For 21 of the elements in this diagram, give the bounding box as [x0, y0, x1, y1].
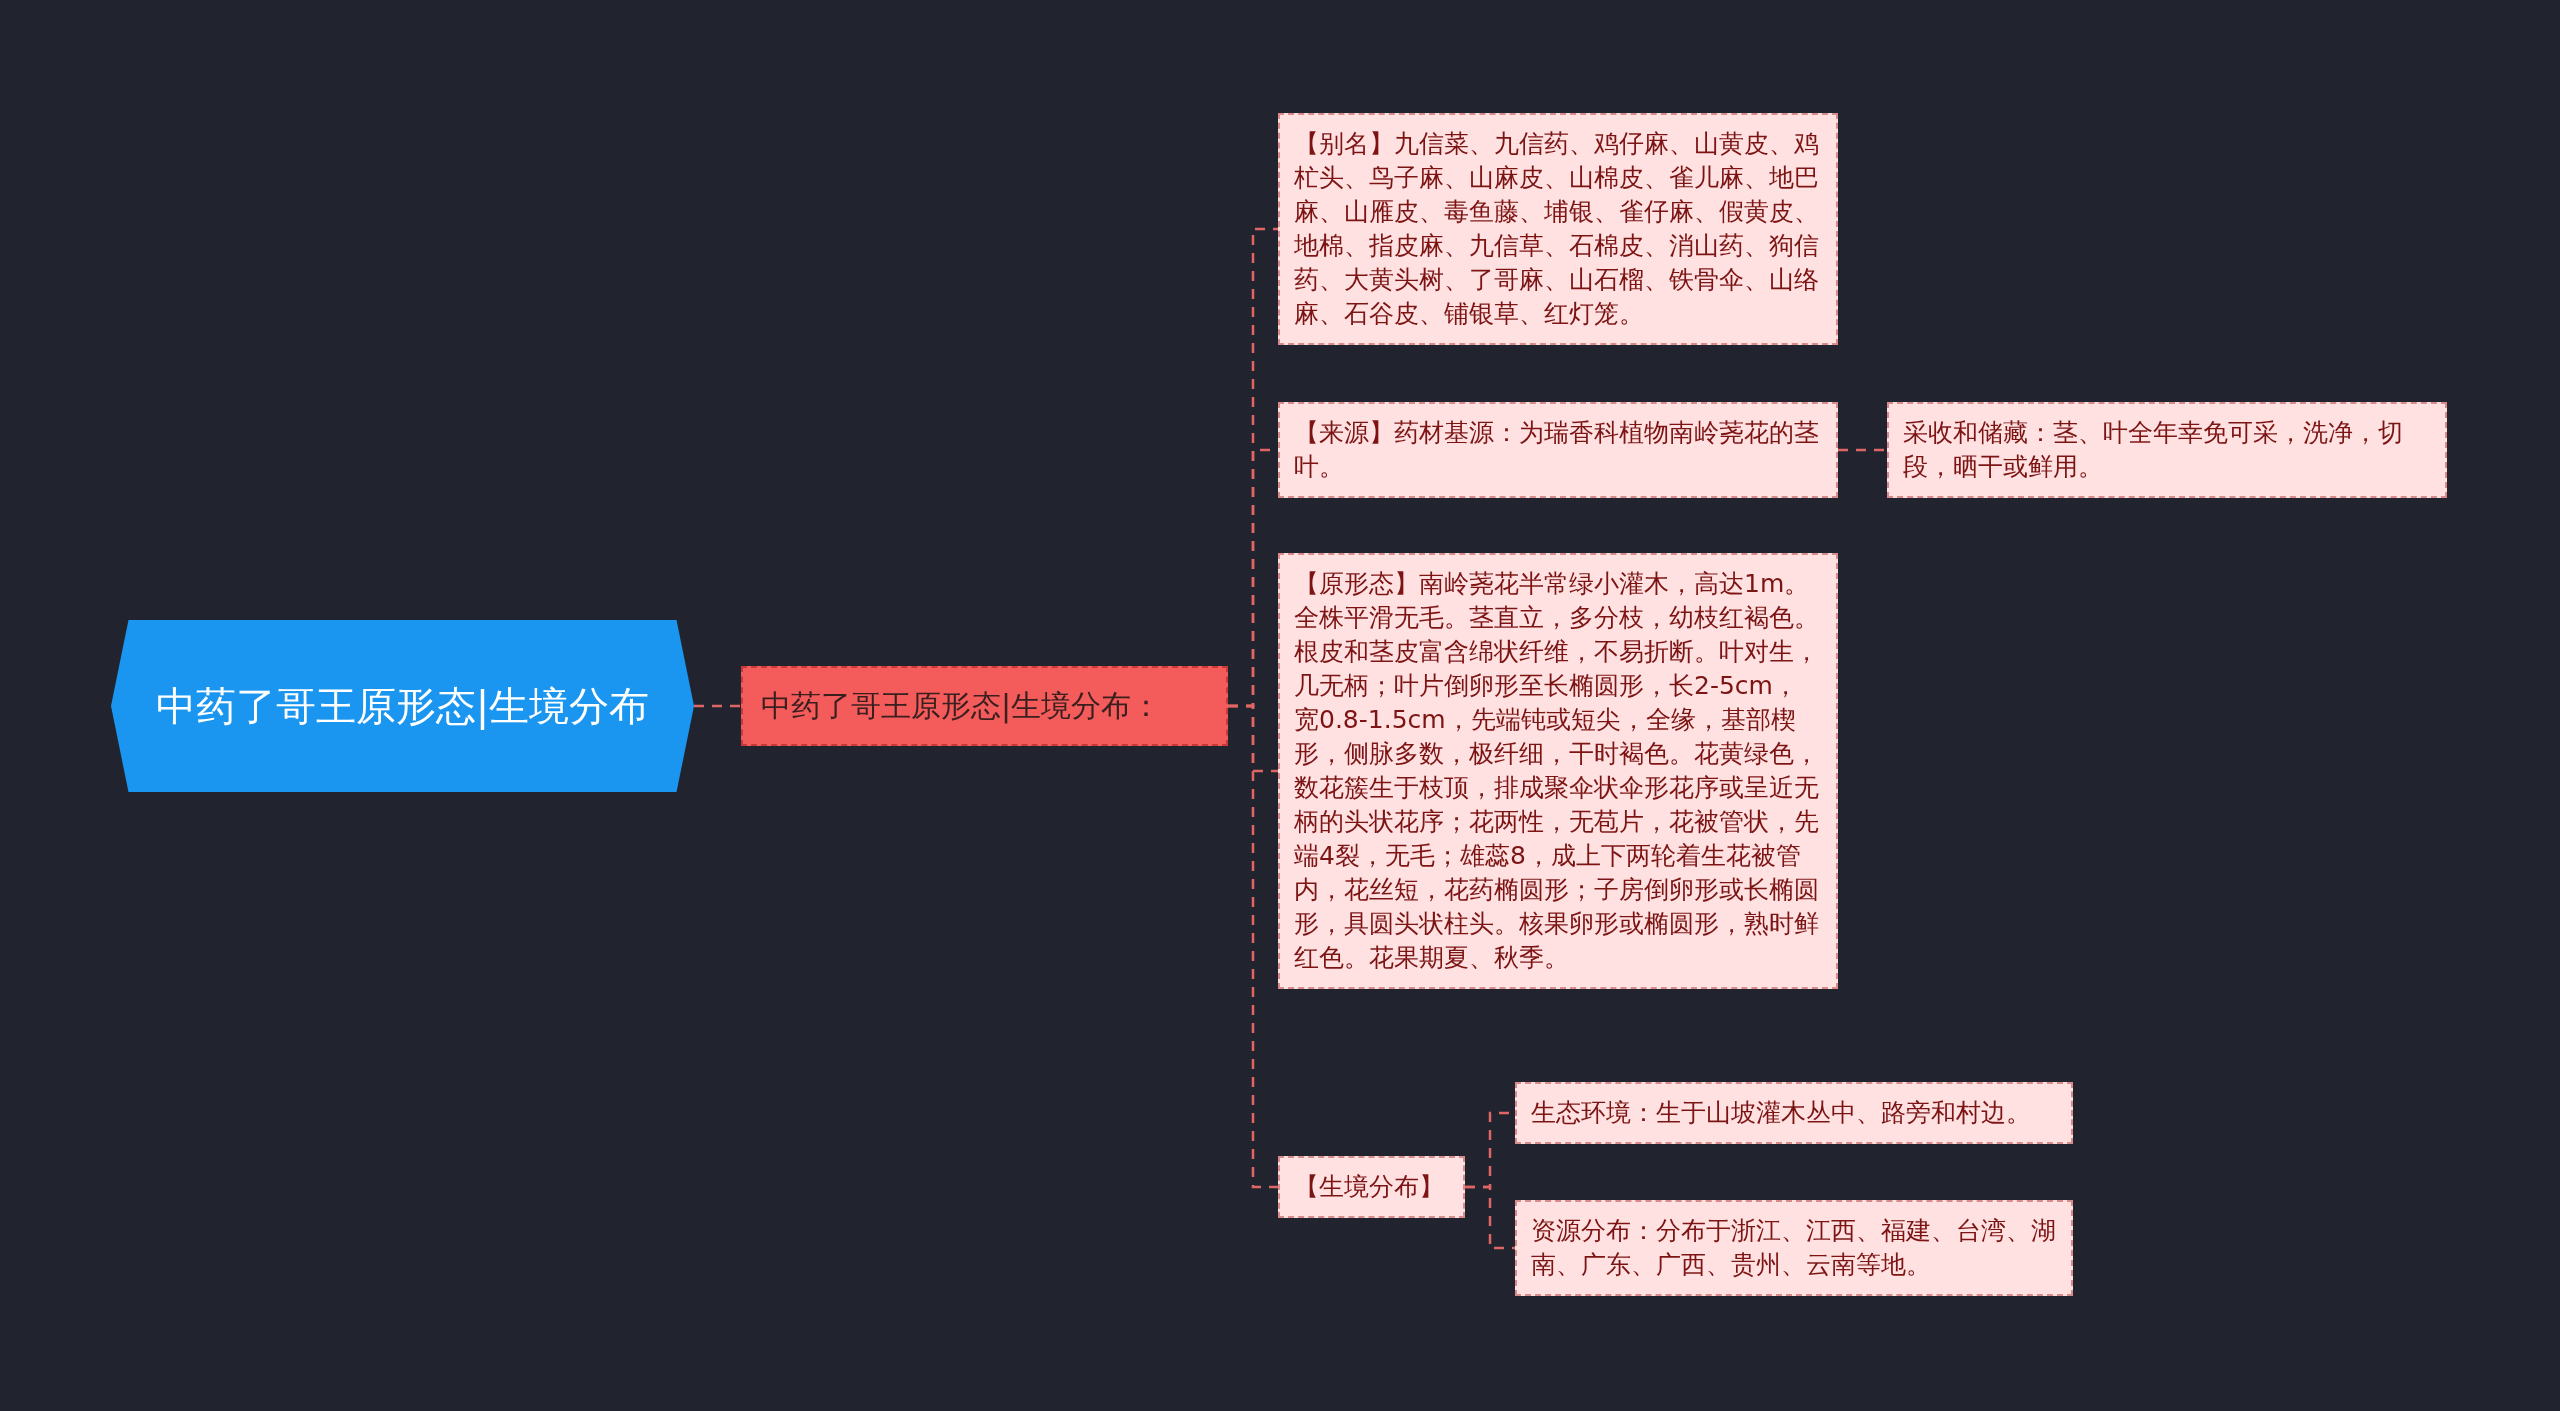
- hexagon-node: [111, 620, 694, 792]
- note-box: [1887, 402, 2447, 498]
- note-text: 【原形态】南岭荛花半常绿小灌木，高达1m。全株平滑无毛。茎直立，多分枝，幼枝红褐色。根皮和茎皮富含绵状纤维，不易折断。叶对生，几无柄；叶片倒卵形至长椭圆形，长2-5cm，宽0.8-1.5cm，先端钝或短尖，全缘，基部楔形，侧脉多数，极纤细，干时褐色。花黄绿色，数花簇生于枝顶，排成聚伞状伞形花序或呈近无柄的头状花序；花两性，无苞片，花被管状，先端4裂，无毛；雄蕊8，成上下两轮着生花被管内，花丝短，花药椭圆形；子房倒卵形或长椭圆形，具圆头状柱头。核果卵形或椭圆形，熟时鲜红色。花果期夏、秋季。: [1294, 569, 1819, 972]
- connector-line: [694, 704, 741, 708]
- note-box: [1515, 1200, 2073, 1296]
- note-box: [1515, 1082, 2073, 1144]
- connector-line: [1228, 704, 1278, 1189]
- note-text: 生态环境：生于山坡灌木丛中、路旁和村边。: [1531, 1098, 2031, 1127]
- note-text: 【生境分布】: [1294, 1172, 1444, 1201]
- connector-line: [1465, 1185, 1515, 1250]
- note-text: 【别名】九信菜、九信药、鸡仔麻、山黄皮、鸡杧头、鸟子麻、山麻皮、山棉皮、雀儿麻、地巴麻、山雁皮、毒鱼藤、埔银、雀仔麻、假黄皮、地棉、指皮麻、九信草、石棉皮、消山药、狗信药、大黄头树、了哥麻、山石榴、铁骨伞、山络麻、石谷皮、铺银草、红灯笼。: [1294, 129, 1819, 328]
- connector-line: [1838, 448, 1887, 452]
- note-text: 资源分布：分布于浙江、江西、福建、台湾、湖南、广东、广西、贵州、云南等地。: [1531, 1216, 2056, 1279]
- note-box: [1278, 113, 1838, 345]
- note-box: [1278, 1156, 1465, 1218]
- topic-text: 中药了哥王原形态|生境分布：: [761, 686, 1162, 726]
- note-text: 采收和储藏：茎、叶全年幸免可采，洗净，切段，晒干或鲜用。: [1903, 418, 2403, 481]
- note-box: [1278, 402, 1838, 498]
- note-text: 【来源】药材基源：为瑞香科植物南岭荛花的茎叶。: [1294, 418, 1819, 481]
- central-topic-text: 中药了哥王原形态|生境分布: [155, 682, 650, 732]
- topic-box: [741, 666, 1228, 746]
